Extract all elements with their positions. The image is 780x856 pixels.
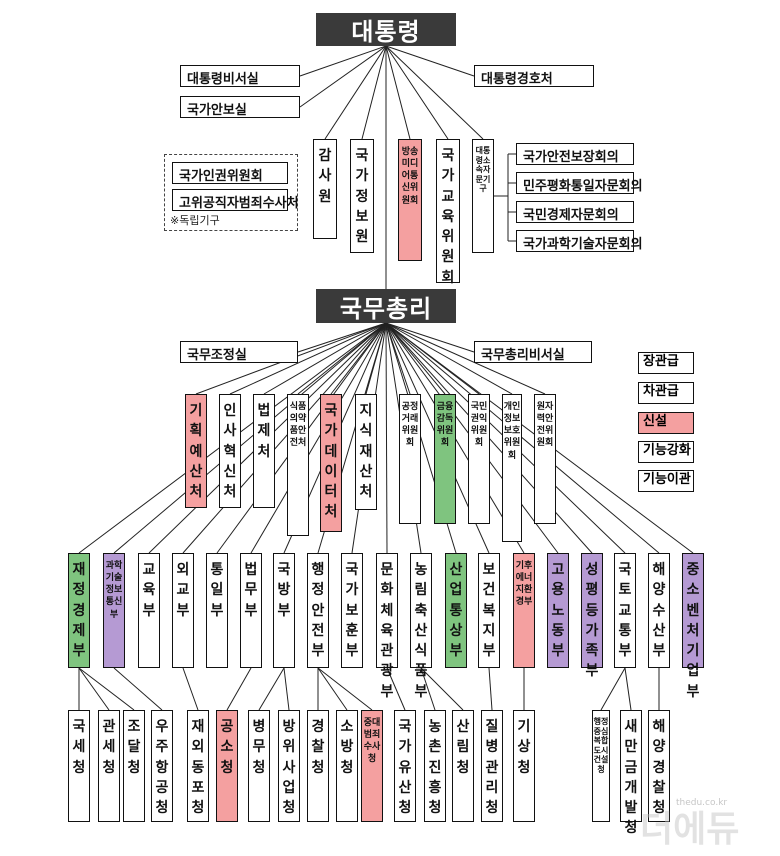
watermark-logo: 더에듀 (640, 809, 740, 850)
agency-box: 국가유산청 (394, 710, 416, 822)
presidential-secretariat-box: 대통령비서실 (180, 65, 300, 87)
ministry-box: 성평등가족부 (581, 553, 603, 679)
education-commission-box: 국가교육위원회 (436, 139, 460, 286)
agency-box: 중대범죄수사청 (361, 710, 383, 822)
agency-box: 경찰청 (307, 710, 329, 822)
legend-strengthened: 기능강화 (638, 441, 694, 463)
ministry-box: 보건복지부 (478, 553, 500, 668)
agency-box: 기상청 (513, 710, 535, 822)
economic-advisory-council-box: 국민경제자문회의 (516, 201, 634, 223)
ministry-box: 산업통상부 (445, 553, 467, 668)
pm-agency-box: 국민권익위원회 (468, 394, 490, 524)
prime-minister-box: 국무총리 (316, 289, 456, 323)
watermark-small: thedu.co.kr (676, 798, 728, 808)
pm-agency-box: 식품의약품안전처 (287, 394, 309, 536)
nis-box: 국가정보원 (350, 139, 374, 253)
pm-agency-box: 국가데이터처 (320, 394, 342, 532)
independent-agencies-group (164, 154, 298, 231)
pm-agency-box: 법제처 (253, 394, 275, 508)
ministry-box: 교육부 (138, 553, 160, 668)
agency-box: 관세청 (98, 710, 120, 822)
national-security-office-box: 국가안보실 (180, 96, 300, 118)
unification-advisory-council-box: 민주평화통일자문회의 (516, 172, 643, 194)
pm-agency-box: 기획예산처 (185, 394, 207, 508)
pm-agency-box: 공정거래위원회 (399, 394, 421, 524)
agency-box: 방위사업청 (278, 710, 300, 822)
ministry-box: 법무부 (240, 553, 262, 668)
pm-agency-box: 지식재산처 (355, 394, 377, 510)
human-rights-commission-box: 국가인권위원회 (172, 162, 288, 184)
ministry-box: 국토교통부 (614, 553, 636, 668)
independent-note: ※독립기구 (170, 214, 220, 227)
ministry-box: 농림축산식품부 (410, 553, 432, 700)
ministry-box: 해양수산부 (648, 553, 670, 668)
legend-vice-minister-level: 차관급 (638, 382, 694, 404)
pm-agency-box: 원자력안전위원회 (534, 394, 556, 524)
ministry-box: 중소벤처기업부 (682, 553, 704, 700)
broadcast-media-commission-box: 방송미디어통신위원회 (398, 139, 422, 261)
ministry-box: 재정경제부 (68, 553, 90, 668)
pm-agency-box: 금융감독위원회 (434, 394, 456, 524)
ministry-box: 과학기술정보통신부 (103, 553, 125, 668)
ministry-box: 외교부 (172, 553, 194, 668)
agency-box: 병무청 (248, 710, 270, 822)
ministry-box: 국가보훈부 (341, 553, 363, 668)
pm-agency-box: 인사혁신처 (219, 394, 241, 508)
agency-box: 국세청 (68, 710, 90, 822)
ministry-box: 행정안전부 (307, 553, 329, 668)
agency-box: 농촌진흥청 (424, 710, 446, 822)
board-of-audit-box: 감사원 (313, 139, 337, 239)
agency-box: 공소청 (216, 710, 238, 822)
agency-box: 소방청 (336, 710, 358, 822)
agency-box: 질병관리청 (481, 710, 503, 822)
presidential-security-service-box: 대통령경호처 (474, 65, 594, 87)
presidential-advisory-bodies-box: 대통령소속자문기구 (472, 139, 494, 253)
ministry-box: 통일부 (206, 553, 228, 668)
pm-secretariat-box: 국무총리비서실 (474, 341, 592, 363)
science-advisory-council-box: 국가과학기술자문회의 (516, 230, 643, 252)
national-security-council-box: 국가안전보장회의 (516, 143, 634, 165)
president-box: 대통령 (316, 13, 456, 46)
agency-box: 재외동포청 (187, 710, 209, 822)
cio-box: 고위공직자범죄수사처 (172, 189, 299, 211)
ministry-box: 고용노동부 (547, 553, 569, 668)
agency-box: 행정중심복합도시건설청 (592, 710, 610, 822)
ministry-box: 국방부 (273, 553, 295, 668)
pm-agency-box: 개인정보보호위원회 (502, 394, 522, 542)
agency-box: 산림청 (452, 710, 474, 822)
legend-transferred: 기능이관 (638, 470, 694, 492)
ministry-box: 기후에너지환경부 (513, 553, 535, 668)
office-for-government-policy-coordination-box: 국무조정실 (180, 341, 298, 363)
ministry-box: 문화체육관광부 (376, 553, 398, 700)
agency-box: 해양경찰청 (648, 710, 670, 822)
agency-box: 조달청 (123, 710, 145, 822)
agency-box: 새만금개발청 (620, 710, 642, 836)
legend-new: 신설 (638, 412, 694, 434)
legend-minister-level: 장관급 (638, 352, 694, 374)
agency-box: 우주항공청 (151, 710, 173, 822)
